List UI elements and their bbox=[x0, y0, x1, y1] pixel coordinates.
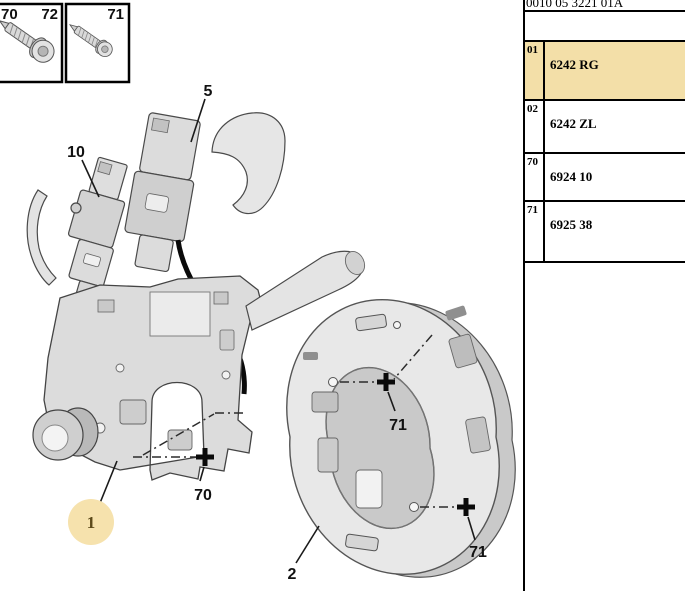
part-row-code: 6924 10 bbox=[550, 169, 593, 184]
stalk-switch-part-10 bbox=[26, 156, 128, 393]
paddle-switch-part-5 bbox=[124, 112, 286, 395]
screw-71-icon bbox=[68, 24, 113, 58]
part-row-index: 02 bbox=[525, 101, 545, 152]
screw-position-marker-icon[interactable] bbox=[377, 373, 395, 391]
screw-position-marker-icon[interactable] bbox=[196, 448, 214, 466]
main-assembly-part-1 bbox=[32, 250, 366, 481]
callout-label-70[interactable]: 70 bbox=[194, 487, 212, 504]
callout-label-1: 1 bbox=[87, 513, 96, 532]
screw-box-70-72[interactable]: 70 72 bbox=[0, 2, 64, 84]
part-row-index: 01 bbox=[525, 42, 545, 99]
screw-box-71[interactable]: 71 bbox=[64, 2, 131, 84]
callout-label-71-bottom[interactable]: 71 bbox=[469, 544, 487, 561]
part-row-02[interactable]: 02 6242 ZL bbox=[525, 101, 685, 154]
parts-table-panel: 0010 05 3221 01A 01 6242 RG 02 6242 ZL 7… bbox=[523, 0, 685, 591]
screw-position-marker-icon[interactable] bbox=[457, 498, 475, 516]
callout-label-71-top[interactable]: 71 bbox=[389, 417, 407, 434]
part-row-code: 6242 ZL bbox=[550, 116, 597, 131]
screw-box-label-70: 70 bbox=[1, 6, 18, 23]
ring-housing-part-2 bbox=[286, 299, 516, 578]
part-row-code: 6925 38 bbox=[550, 217, 593, 232]
leader-lines bbox=[81, 98, 476, 564]
part-row-01[interactable]: 01 6242 RG bbox=[525, 42, 685, 101]
exploded-diagram: 70 72 71 bbox=[0, 2, 516, 583]
part-row-70[interactable]: 70 6924 10 bbox=[525, 154, 685, 202]
callout-label-2[interactable]: 2 bbox=[288, 566, 297, 583]
callout-label-10[interactable]: 10 bbox=[67, 144, 85, 161]
part-row-71[interactable]: 71 6925 38 bbox=[525, 202, 685, 263]
screw-70-icon bbox=[0, 19, 55, 63]
screw-box-label-71: 71 bbox=[107, 6, 124, 23]
table-empty-row bbox=[525, 12, 685, 42]
callout-label-5[interactable]: 5 bbox=[204, 83, 213, 100]
screw-axis-lines bbox=[133, 334, 456, 508]
drawing-number: 0010 05 3221 01A bbox=[525, 0, 685, 12]
selected-part-callout[interactable]: 1 bbox=[68, 499, 114, 545]
screw-box-label-72: 72 bbox=[41, 6, 58, 23]
part-row-index: 70 bbox=[525, 154, 545, 200]
part-row-code: 6242 RG bbox=[550, 57, 599, 72]
part-row-index: 71 bbox=[525, 202, 545, 261]
